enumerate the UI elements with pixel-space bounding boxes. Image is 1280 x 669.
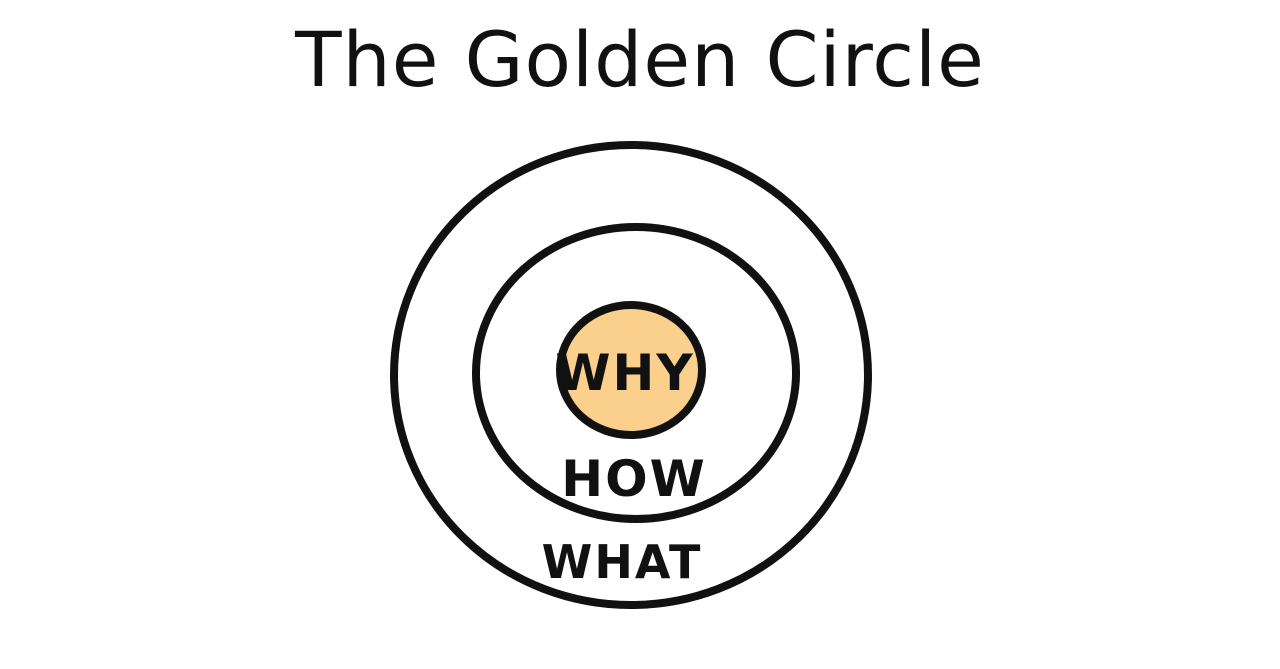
diagram-title: The Golden Circle [295,15,985,104]
middle-circle-how [472,223,800,523]
label-why: WHY [555,344,694,402]
core-circle-why [556,301,706,439]
label-how: HOW [561,450,707,508]
label-what: WHAT [542,535,703,589]
outer-circle-what [390,141,872,609]
